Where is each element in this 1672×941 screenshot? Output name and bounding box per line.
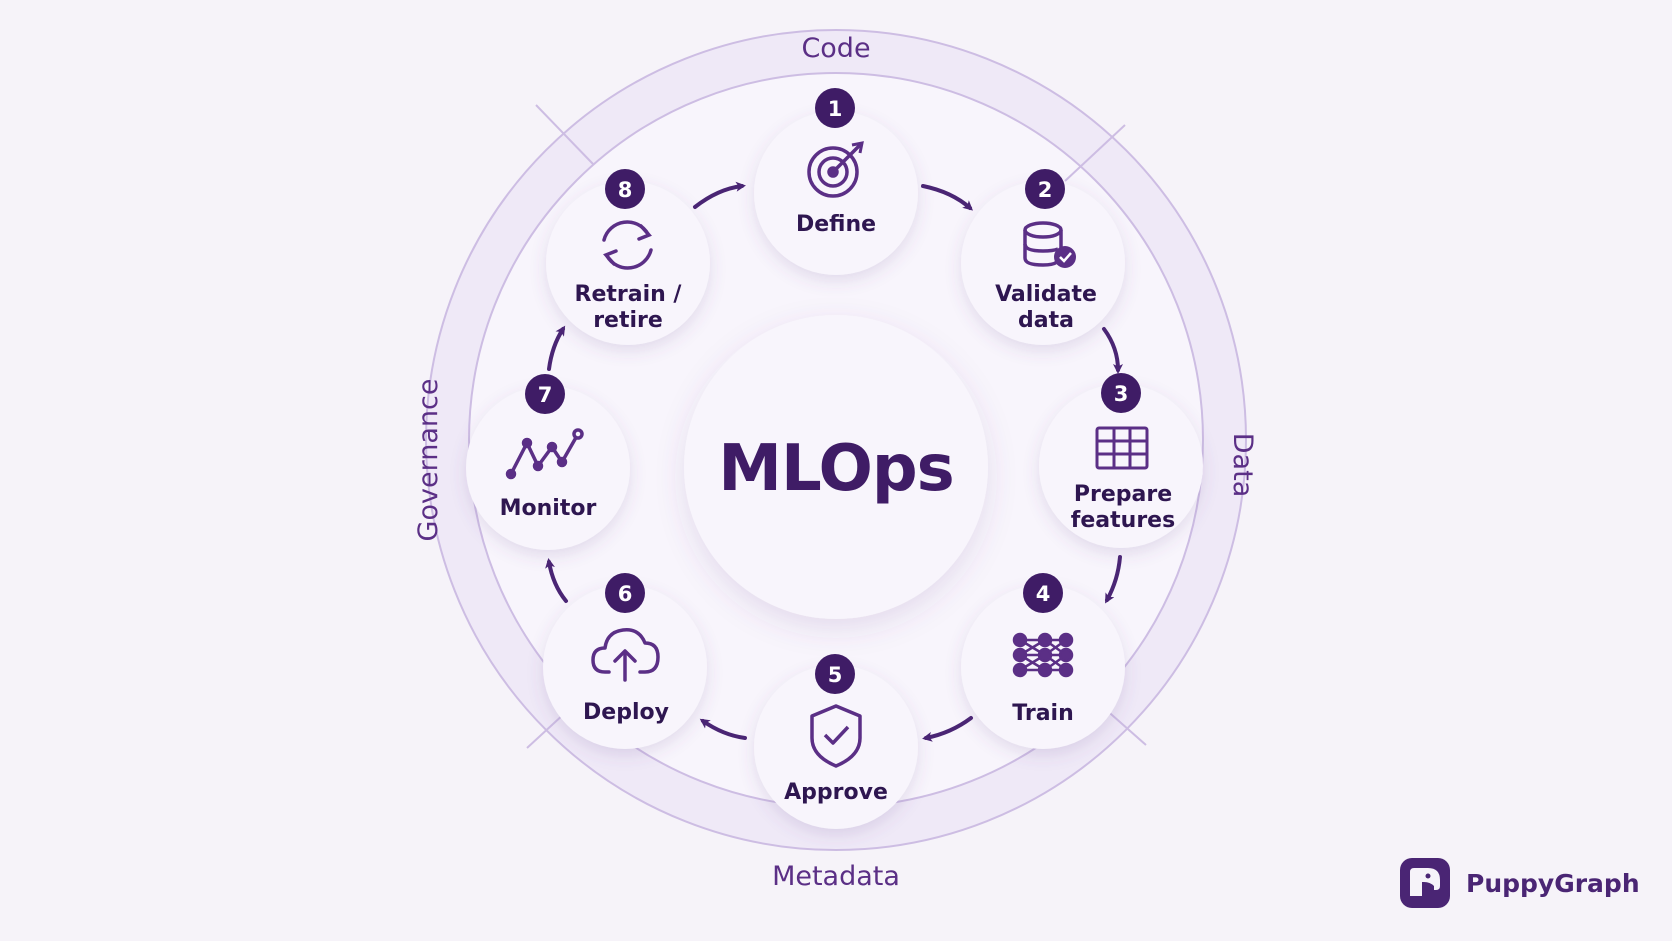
step-approve-label: Approve [784,780,888,805]
database-check-icon [1023,221,1076,268]
step-badge-2 [1025,169,1065,209]
ring-label-governance: Governance [413,379,444,542]
step-number-8: 8 [618,178,633,202]
step-deploy: Deploy 6 [543,573,707,749]
step-badge-7 [525,374,565,414]
arrow-3-4 [1105,555,1122,604]
step-badge-8 [605,169,645,209]
step-retrain-retire: Retrain / retire 8 [546,169,710,345]
arrow-1-2 [921,184,973,211]
arrow-6-7 [545,558,568,603]
brand-logo: PuppyGraph [1398,856,1640,910]
step-number-5: 5 [828,663,843,687]
brand-name: PuppyGraph [1466,868,1640,898]
step-number-4: 4 [1036,582,1051,606]
cycle-arrows [545,181,1123,742]
step-badge-4 [1023,573,1063,613]
arrow-7-8 [547,325,566,371]
step-number-3: 3 [1114,382,1129,406]
neural-network-icon [1012,632,1074,678]
ring-label-code: Code [801,33,870,64]
line-chart-icon [505,428,584,480]
step-badge-3 [1101,373,1141,413]
step-number-7: 7 [538,383,553,407]
step-badge-1 [815,88,855,128]
step-train: Train 4 [961,573,1125,749]
step-train-label: Train [1012,701,1074,726]
step-badge-6 [605,573,645,613]
step-monitor-label: Monitor [500,496,597,521]
ring-label-data: Data [1227,433,1258,497]
center-title: MLOps [718,432,954,506]
cloud-upload-icon [591,628,660,682]
arrow-4-5 [922,716,973,742]
step-number-1: 1 [828,97,843,121]
center-circle: MLOps [684,315,988,619]
ring-label-metadata: Metadata [772,861,900,892]
arrow-5-6 [699,718,747,740]
step-validate-label-line1: Validate [995,282,1097,307]
target-icon [807,141,864,198]
puppygraph-logo-icon [1400,858,1450,908]
table-grid-icon [1095,426,1149,470]
step-retrain-label-line2: retire [593,308,663,333]
step-define: Define 1 [754,88,918,275]
shield-check-icon [810,704,862,768]
arrow-8-1 [693,181,746,209]
step-number-6: 6 [618,582,633,606]
arrow-2-3 [1102,327,1123,374]
step-prepare-label-line1: Prepare [1074,482,1172,507]
step-number-2: 2 [1038,178,1053,202]
step-deploy-label: Deploy [583,700,669,725]
step-validate-data: Validate data 2 [961,169,1125,345]
step-prepare-label-line2: features [1071,508,1175,533]
refresh-icon [602,220,653,270]
step-approve: Approve 5 [754,654,918,829]
step-retrain-label-line1: Retrain / [575,282,683,307]
step-badge-5 [815,654,855,694]
step-prepare-features: Prepare features 3 [1039,373,1203,548]
step-define-label: Define [796,212,876,237]
step-monitor: Monitor 7 [466,374,630,550]
step-validate-label-line2: data [1018,308,1074,333]
